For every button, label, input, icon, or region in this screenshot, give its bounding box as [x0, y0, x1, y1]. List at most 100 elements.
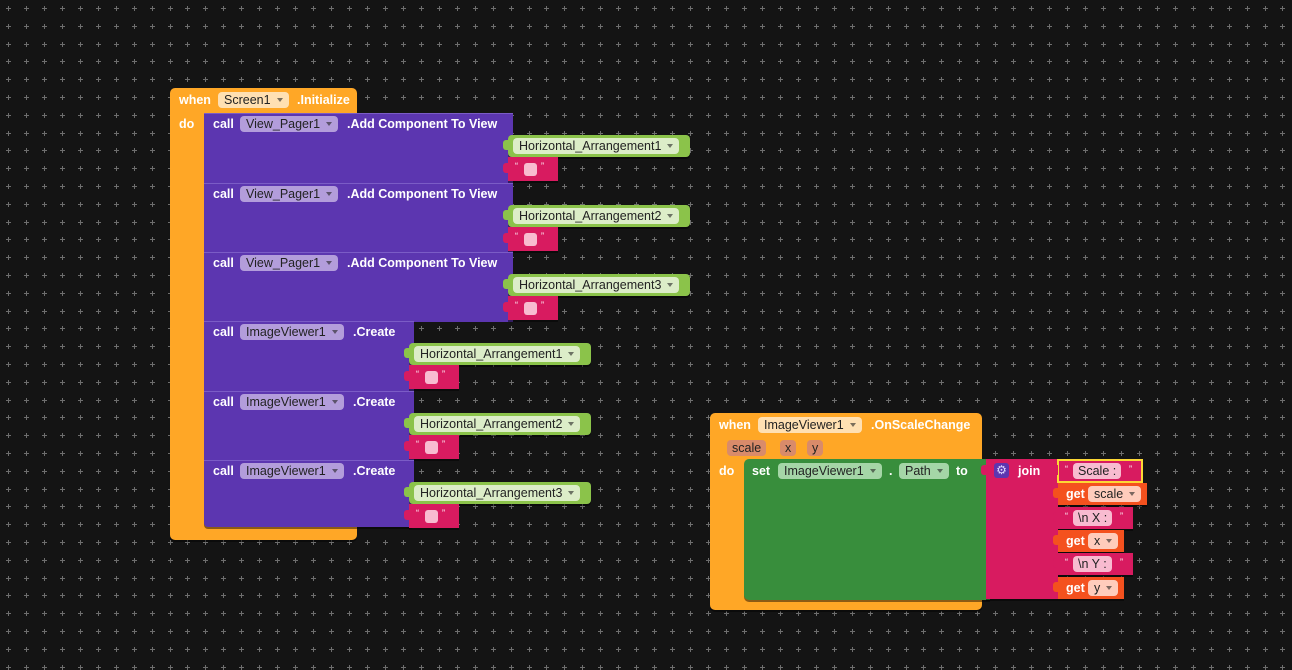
text-connector — [1053, 465, 1058, 475]
component-connector — [503, 210, 508, 220]
quote-open: “ — [416, 439, 419, 449]
quote-close: ” — [442, 508, 445, 518]
screen1-component-dropdown[interactable]: Screen1 — [218, 92, 289, 108]
dot-label: . — [889, 464, 893, 478]
param-y[interactable]: y — [807, 440, 824, 456]
component-dropdown[interactable]: Horizontal_Arrangement2 — [513, 208, 680, 224]
event-footer — [170, 524, 357, 540]
call-component-dropdown[interactable]: ImageViewer1 — [240, 463, 344, 479]
quote-open: “ — [515, 231, 518, 241]
param-scale[interactable]: scale — [727, 440, 767, 456]
text-value[interactable]: Scale : — [1073, 463, 1122, 479]
quote-open: “ — [416, 508, 419, 518]
call-label: call — [213, 325, 234, 339]
method-name: .Add Component To View — [347, 187, 498, 201]
method-name: .Create — [353, 395, 396, 409]
variable-dropdown[interactable]: x — [1088, 533, 1119, 549]
param-x[interactable]: x — [780, 440, 797, 456]
component-connector — [404, 487, 409, 497]
text-input[interactable] — [524, 302, 537, 315]
component-connector — [404, 418, 409, 428]
when-label: when — [179, 93, 211, 107]
call-label: call — [213, 187, 234, 201]
when-label: when — [719, 418, 751, 432]
set-label: set — [752, 464, 771, 478]
component-connector — [503, 140, 508, 150]
to-label: to — [956, 464, 968, 478]
text-connector — [503, 163, 508, 173]
join-connector — [981, 465, 986, 475]
component-connector — [404, 348, 409, 358]
text-value[interactable]: \n Y : — [1073, 556, 1112, 572]
quote-close: ” — [541, 231, 544, 241]
component-dropdown[interactable]: Horizontal_Arrangement1 — [513, 138, 680, 154]
get-label: get — [1066, 581, 1085, 595]
quote-close: ” — [541, 161, 544, 171]
variable-dropdown[interactable]: scale — [1088, 486, 1142, 502]
call-block[interactable] — [204, 321, 414, 391]
quote-close: ” — [442, 369, 445, 379]
quote-close: ” — [442, 439, 445, 449]
call-component-dropdown[interactable]: ImageViewer1 — [240, 394, 344, 410]
text-connector — [404, 371, 409, 381]
text-input[interactable] — [425, 371, 438, 384]
text-value[interactable]: \n X : — [1073, 510, 1113, 526]
call-component-dropdown[interactable]: View_Pager1 — [240, 116, 339, 132]
text-input[interactable] — [425, 441, 438, 454]
get-label: get — [1066, 487, 1085, 501]
component-dropdown[interactable]: Horizontal_Arrangement2 — [414, 416, 581, 432]
call-label: call — [213, 256, 234, 270]
join-label: join — [1018, 464, 1041, 478]
quote-open: “ — [416, 369, 419, 379]
call-label: call — [213, 395, 234, 409]
call-label: call — [213, 117, 234, 131]
text-connector — [503, 302, 508, 312]
text-input[interactable] — [524, 163, 537, 176]
text-connector — [404, 441, 409, 451]
text-input[interactable] — [524, 233, 537, 246]
mutator-gear-icon[interactable]: ⚙ — [994, 463, 1009, 478]
text-connector — [1053, 558, 1058, 568]
quote-open: “ — [1065, 464, 1068, 474]
get-connector — [1053, 535, 1058, 545]
event-name: .Initialize — [297, 93, 350, 107]
quote-close: ” — [1120, 557, 1123, 567]
event-spine — [170, 112, 206, 532]
set-component-dropdown[interactable]: ImageViewer1 — [778, 463, 882, 479]
variable-dropdown[interactable]: y — [1088, 580, 1119, 596]
method-name: .Create — [353, 464, 396, 478]
event-name: .OnScaleChange — [871, 418, 971, 432]
component-dropdown[interactable]: Horizontal_Arrangement3 — [414, 485, 581, 501]
method-name: .Create — [353, 325, 396, 339]
property-dropdown[interactable]: Path — [899, 463, 949, 479]
imageviewer-component-dropdown[interactable]: ImageViewer1 — [758, 417, 862, 433]
quote-close: ” — [1129, 464, 1132, 474]
component-connector — [503, 279, 508, 289]
method-name: .Add Component To View — [347, 256, 498, 270]
call-component-dropdown[interactable]: ImageViewer1 — [240, 324, 344, 340]
do-label: do — [719, 464, 735, 478]
text-connector — [503, 233, 508, 243]
method-name: .Add Component To View — [347, 117, 498, 131]
quote-open: “ — [1065, 557, 1068, 567]
join-block[interactable] — [986, 459, 1058, 599]
get-connector — [1053, 488, 1058, 498]
quote-open: “ — [1065, 511, 1068, 521]
text-connector — [1053, 512, 1058, 522]
do-label: do — [179, 117, 195, 131]
text-connector — [404, 510, 409, 520]
text-input[interactable] — [425, 510, 438, 523]
quote-open: “ — [515, 300, 518, 310]
component-dropdown[interactable]: Horizontal_Arrangement3 — [513, 277, 680, 293]
set-path-block[interactable] — [744, 459, 990, 600]
get-label: get — [1066, 534, 1085, 548]
quote-close: ” — [541, 300, 544, 310]
component-dropdown[interactable]: Horizontal_Arrangement1 — [414, 346, 581, 362]
call-component-dropdown[interactable]: View_Pager1 — [240, 186, 339, 202]
quote-close: ” — [1120, 511, 1123, 521]
event-spine — [710, 460, 746, 602]
call-label: call — [213, 464, 234, 478]
call-component-dropdown[interactable]: View_Pager1 — [240, 255, 339, 271]
quote-open: “ — [515, 161, 518, 171]
get-connector — [1053, 582, 1058, 592]
